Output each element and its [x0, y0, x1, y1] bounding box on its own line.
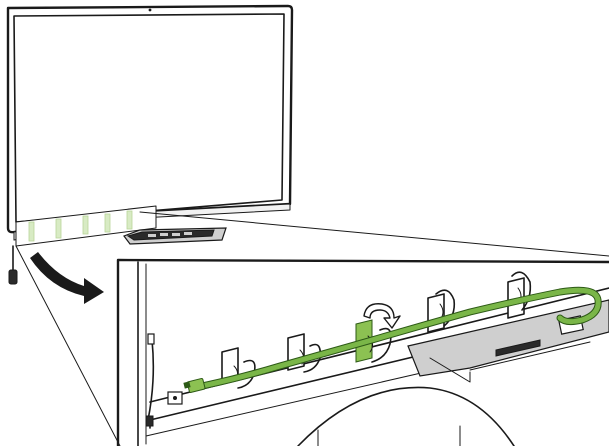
- hanging-plug: [147, 333, 155, 345]
- pen-slot: [126, 210, 133, 230]
- console-button: [172, 233, 180, 236]
- display-screen: [13, 13, 285, 223]
- camera-dot: [148, 8, 152, 12]
- hanging-plug-end: [145, 415, 154, 427]
- pen-slot: [28, 221, 35, 242]
- pen-slot: [104, 213, 111, 233]
- console-button: [184, 232, 192, 235]
- interactive-display: [6, 4, 294, 285]
- cable-clip: [507, 271, 532, 319]
- console-button: [148, 234, 156, 237]
- side-connector: [8, 269, 18, 285]
- detail-panel-frame: [116, 258, 609, 446]
- left-cable-assembly: [145, 333, 183, 429]
- curved-pointer-arrow-icon: [30, 252, 104, 304]
- curved-arrow-icon: [363, 303, 401, 329]
- zoom-guide-lines: [15, 211, 609, 446]
- pen-slot: [82, 215, 89, 235]
- control-console: [123, 227, 227, 245]
- usb-plug-tip: [183, 381, 191, 389]
- console-button: [160, 233, 168, 236]
- port-hole: [173, 396, 177, 400]
- usb-cable: [183, 286, 602, 393]
- console-top: [126, 229, 215, 241]
- magnifier-arc: [297, 386, 515, 446]
- pen-slot: [55, 218, 62, 239]
